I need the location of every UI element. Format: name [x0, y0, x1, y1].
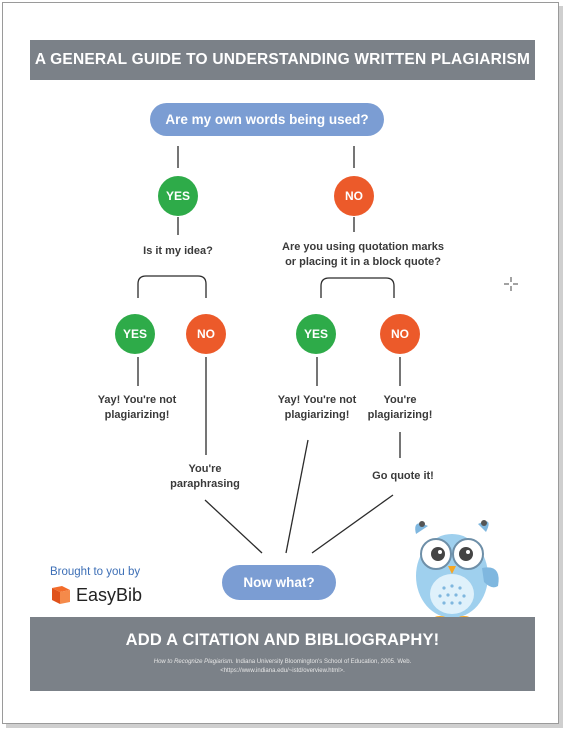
question-text-line: Are you using quotation marks	[282, 241, 444, 253]
citation-source: Indiana University Bloomington's School …	[233, 659, 412, 665]
outcome-text-line: Yay! You're not	[97, 394, 177, 406]
outcome-text-line: You're	[383, 394, 417, 406]
yes-label: YES	[303, 327, 328, 341]
connector-line	[285, 439, 309, 554]
question-quotation: Are you using quotation marks or placing…	[268, 240, 458, 270]
no-circle: NO	[380, 314, 420, 354]
outcome-text: Go quote it!	[372, 470, 434, 482]
brand-name: EasyBib	[76, 584, 143, 605]
page-shadow	[6, 724, 563, 728]
no-circle: NO	[186, 314, 226, 354]
outcome-text-line: plagiarizing!	[284, 409, 350, 421]
connector-bracket	[320, 277, 395, 298]
outcome-plagiarizing: You're plagiarizing!	[355, 393, 445, 423]
question-text: Are my own words being used?	[165, 112, 369, 127]
connector-bracket	[137, 275, 207, 298]
question-text: Is it my idea?	[143, 245, 213, 257]
citation: How to Recognize Plagiarism. Indiana Uni…	[93, 658, 473, 676]
outcome-go-quote: Go quote it!	[358, 469, 448, 484]
outcome-not-plagiarizing: Yay! You're not plagiarizing!	[262, 393, 372, 423]
connector-line	[311, 494, 394, 554]
yes-circle: YES	[158, 176, 198, 216]
yes-label: YES	[122, 327, 147, 341]
question-text-line: or placing it in a block quote?	[285, 256, 441, 268]
brand-tagline: Brought to you by	[50, 566, 141, 578]
footer-banner: ADD A CITATION AND BIBLIOGRAPHY! How to …	[30, 617, 535, 691]
question-own-words: Are my own words being used?	[150, 103, 384, 136]
page-border	[2, 2, 559, 724]
question-my-idea: Is it my idea?	[118, 244, 238, 259]
citation-url: <https://www.indiana.edu/~istd/overview.…	[220, 668, 345, 674]
owl-mascot-icon	[415, 520, 499, 624]
question-now-what: Now what?	[222, 565, 336, 600]
citation-title: How to Recognize Plagiarism.	[153, 659, 234, 665]
yes-circle: YES	[115, 314, 155, 354]
outcome-text-line: plagiarizing!	[104, 409, 170, 421]
yes-circle: YES	[296, 314, 336, 354]
page-shadow	[559, 6, 563, 726]
no-circle: NO	[334, 176, 374, 216]
question-text: Now what?	[243, 575, 315, 590]
outcome-text-line: paraphrasing	[170, 478, 240, 490]
title-banner: A GENERAL GUIDE TO UNDERSTANDING WRITTEN…	[30, 40, 535, 80]
outcome-paraphrasing: You're paraphrasing	[155, 462, 255, 492]
easybib-logo: EasyBib	[50, 584, 142, 606]
yes-label: YES	[165, 189, 190, 203]
connector-line	[204, 499, 263, 554]
page-title: A GENERAL GUIDE TO UNDERSTANDING WRITTEN…	[34, 51, 531, 68]
no-label: NO	[345, 189, 363, 203]
footer-headline: ADD A CITATION AND BIBLIOGRAPHY!	[125, 631, 440, 649]
no-label: NO	[197, 327, 215, 341]
outcome-text-line: plagiarizing!	[367, 409, 433, 421]
crosshair-cursor-icon	[503, 276, 519, 295]
no-label: NO	[391, 327, 409, 341]
book-icon	[52, 586, 70, 604]
brand-block: Brought to you by EasyBib	[50, 566, 142, 606]
outcome-not-plagiarizing: Yay! You're not plagiarizing!	[82, 393, 192, 423]
outcome-text-line: You're	[188, 463, 222, 475]
outcome-text-line: Yay! You're not	[277, 394, 357, 406]
